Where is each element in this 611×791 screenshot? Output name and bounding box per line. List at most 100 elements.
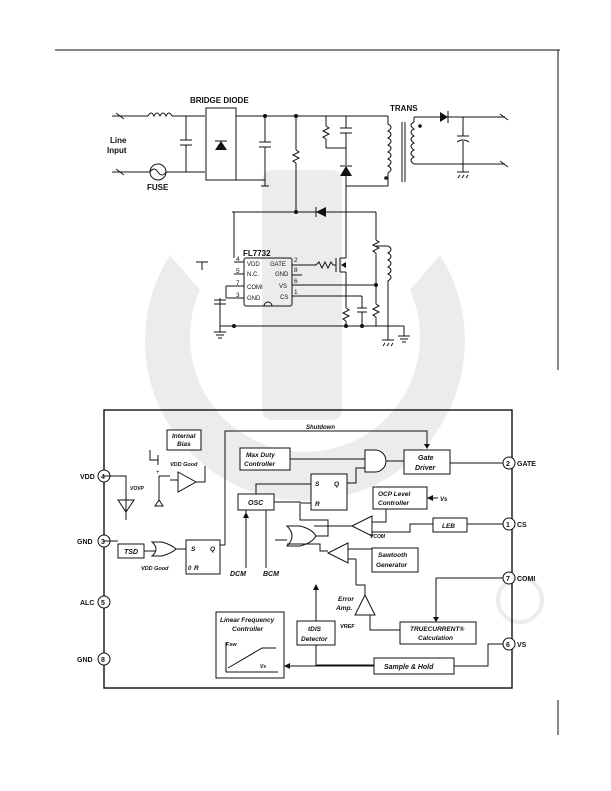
svg-text:7: 7	[506, 576, 510, 583]
vdd-good-label: VDD Good	[170, 462, 198, 468]
svg-text:GND: GND	[275, 272, 289, 278]
svg-text:S: S	[191, 546, 196, 553]
ic-pin-4: 4 VDD	[234, 256, 260, 268]
ic-pin-6: 6 VS	[279, 278, 298, 290]
svg-text:6: 6	[294, 278, 298, 285]
block-diagram-frame	[103, 409, 513, 689]
svg-text:1: 1	[506, 522, 510, 529]
fuse-label: FUSE	[147, 183, 169, 192]
bridge-diode-label: BRIDGE DIODE	[190, 96, 249, 105]
svg-text:1: 1	[294, 289, 298, 296]
svg-text:N.C.: N.C.	[247, 272, 259, 278]
svg-text:Q: Q	[334, 481, 339, 488]
input-inductor-icon	[147, 112, 173, 118]
block-diagram: 4 VDD 3 GND 5 ALC 8 GND 2 GATE 1 CS	[77, 409, 536, 689]
bridge-diode-icon	[215, 141, 227, 150]
ic-pin-8: 8 GND	[275, 267, 302, 278]
svg-text:2: 2	[294, 257, 298, 264]
linear-frequency-controller-block	[215, 611, 285, 679]
uvlo-comparator	[177, 471, 198, 493]
vcom-label: VCOM	[370, 534, 386, 540]
transformer-label: TRANS	[390, 104, 418, 113]
line-input-label-1: Line	[110, 136, 127, 145]
ic-pin-7: 7 COMI	[234, 280, 263, 291]
svg-text:Gate: Gate	[418, 455, 434, 462]
svg-text:6: 6	[506, 642, 510, 649]
output-connector-bottom	[494, 160, 509, 168]
svg-text:Error: Error	[338, 596, 354, 603]
ic-pin-1: 1 CS	[280, 289, 298, 301]
svg-text:4: 4	[101, 474, 105, 481]
vovp-label: VOVP	[130, 486, 145, 492]
svg-text:Controller: Controller	[244, 461, 276, 468]
ic-pin-2: 2 GATE	[270, 257, 302, 268]
svg-text:3: 3	[101, 539, 105, 546]
pin-gate-2: 2 GATE	[502, 456, 536, 470]
input-connector-bottom	[112, 168, 150, 176]
internal-bias-block	[166, 429, 202, 451]
transformer-primary-icon	[387, 116, 392, 186]
svg-text:+: +	[156, 470, 160, 476]
pin-alc-5: 5 ALC	[80, 595, 111, 609]
svg-text:GATE: GATE	[270, 262, 286, 268]
vdd-good-label-2: VDD Good	[141, 566, 169, 572]
leb-block	[432, 517, 468, 533]
ic-pin-3: 3 GND	[234, 292, 261, 302]
svg-text:7: 7	[236, 280, 240, 287]
svg-text:Amp.: Amp.	[335, 605, 352, 612]
tdis-detector-block	[296, 620, 336, 646]
svg-text:Internal: Internal	[172, 433, 196, 440]
svg-text:Generator: Generator	[376, 562, 408, 569]
truecurrent-calculation-block	[399, 621, 477, 645]
svg-text:TSD: TSD	[124, 549, 138, 556]
output-connector-top	[494, 113, 509, 121]
svg-text:LEB: LEB	[442, 523, 455, 530]
feedback-diode-icon	[316, 207, 326, 217]
application-schematic: Line Input FUSE BRIDGE DIODE	[107, 96, 509, 347]
svg-text:Calculation: Calculation	[418, 635, 453, 642]
error-amp	[354, 593, 376, 616]
pin-gnd-8: 8 GND	[77, 652, 111, 666]
svg-text:Fsw: Fsw	[226, 642, 237, 648]
input-connector-top	[112, 112, 148, 120]
and-gate-output	[364, 449, 387, 473]
shutdown-label: Shutdown	[306, 425, 335, 431]
snubber-diode-icon	[340, 166, 352, 176]
protection-latch-block	[185, 539, 221, 575]
svg-text:S: S	[315, 481, 320, 488]
svg-text:Linear Frequency: Linear Frequency	[220, 617, 275, 624]
svg-text:VDD: VDD	[247, 262, 260, 268]
svg-text:tDIS: tDIS	[308, 626, 322, 633]
svg-text:Controller: Controller	[378, 500, 410, 507]
svg-text:Sawtooth: Sawtooth	[378, 552, 407, 559]
svg-text:Sample & Hold: Sample & Hold	[384, 664, 434, 671]
ic-name-label: FL7732	[243, 249, 271, 258]
svg-text:GND: GND	[77, 657, 93, 664]
bcm-label: BCM	[263, 571, 279, 578]
pin-cs-1: 1 CS	[502, 517, 527, 531]
output-diode-icon	[440, 112, 448, 122]
svg-text:Controller: Controller	[232, 626, 264, 633]
svg-text:ALC: ALC	[80, 600, 94, 607]
svg-text:Q: Q	[210, 546, 215, 553]
svg-text:COMI: COMI	[247, 285, 263, 291]
line-input-label-2: Input	[107, 146, 127, 155]
sawtooth-generator-block	[371, 547, 419, 573]
svg-text:VS: VS	[517, 642, 527, 649]
svg-text:R: R	[315, 501, 320, 508]
svg-text:Bias: Bias	[177, 441, 191, 448]
or-gate-reset	[285, 525, 317, 547]
svg-text:GND: GND	[247, 296, 261, 302]
svg-text:8: 8	[101, 657, 105, 664]
vref-label: VREF	[340, 624, 355, 630]
svg-text:5: 5	[236, 268, 240, 275]
svg-text:8: 8	[294, 267, 298, 274]
pin-comi-7: 7 COMI	[502, 571, 535, 585]
svg-text:OSC: OSC	[248, 500, 264, 507]
svg-text:3: 3	[236, 292, 240, 299]
svg-text:GND: GND	[77, 539, 93, 546]
svg-text:R: R	[194, 565, 199, 572]
svg-text:2: 2	[506, 461, 510, 468]
dcm-label: DCM	[230, 571, 246, 578]
